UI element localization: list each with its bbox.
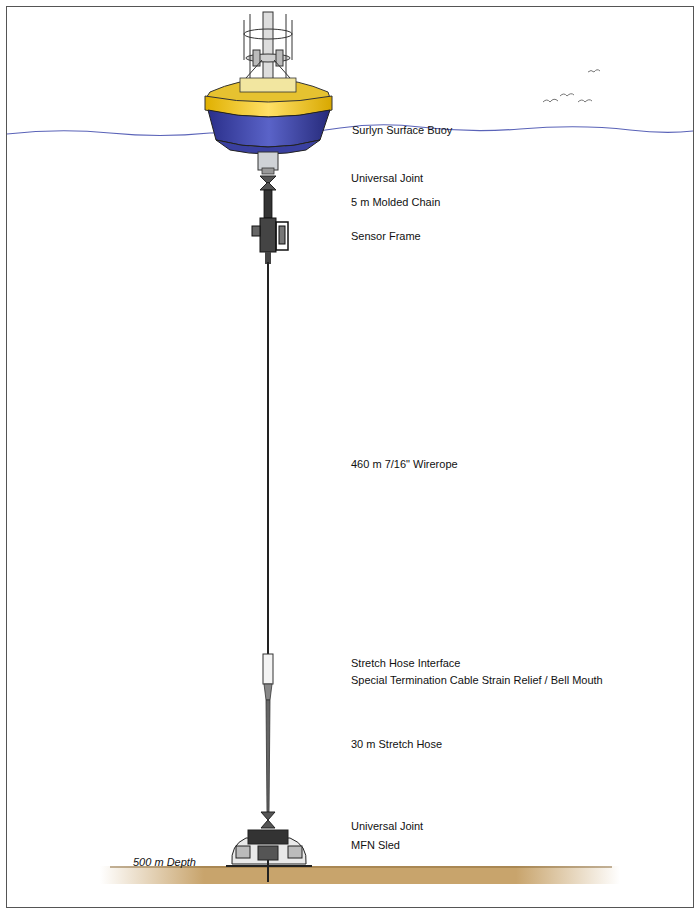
- depth-label: 500 m Depth: [133, 856, 196, 869]
- hose-label: 30 m Stretch Hose: [351, 738, 442, 751]
- termination-label: Special Termination Cable Strain Relief …: [351, 674, 603, 687]
- joint-label: Universal Joint: [351, 820, 423, 833]
- wirerope-label: 460 m 7/16" Wirerope: [351, 458, 458, 471]
- buoy-label: Surlyn Surface Buoy: [352, 124, 452, 137]
- joint-label: Universal Joint: [351, 172, 423, 185]
- sled-label: MFN Sled: [351, 839, 400, 852]
- chain-label: 5 m Molded Chain: [351, 196, 440, 209]
- interface-label: Stretch Hose Interface: [351, 657, 460, 670]
- sensor-label: Sensor Frame: [351, 230, 421, 243]
